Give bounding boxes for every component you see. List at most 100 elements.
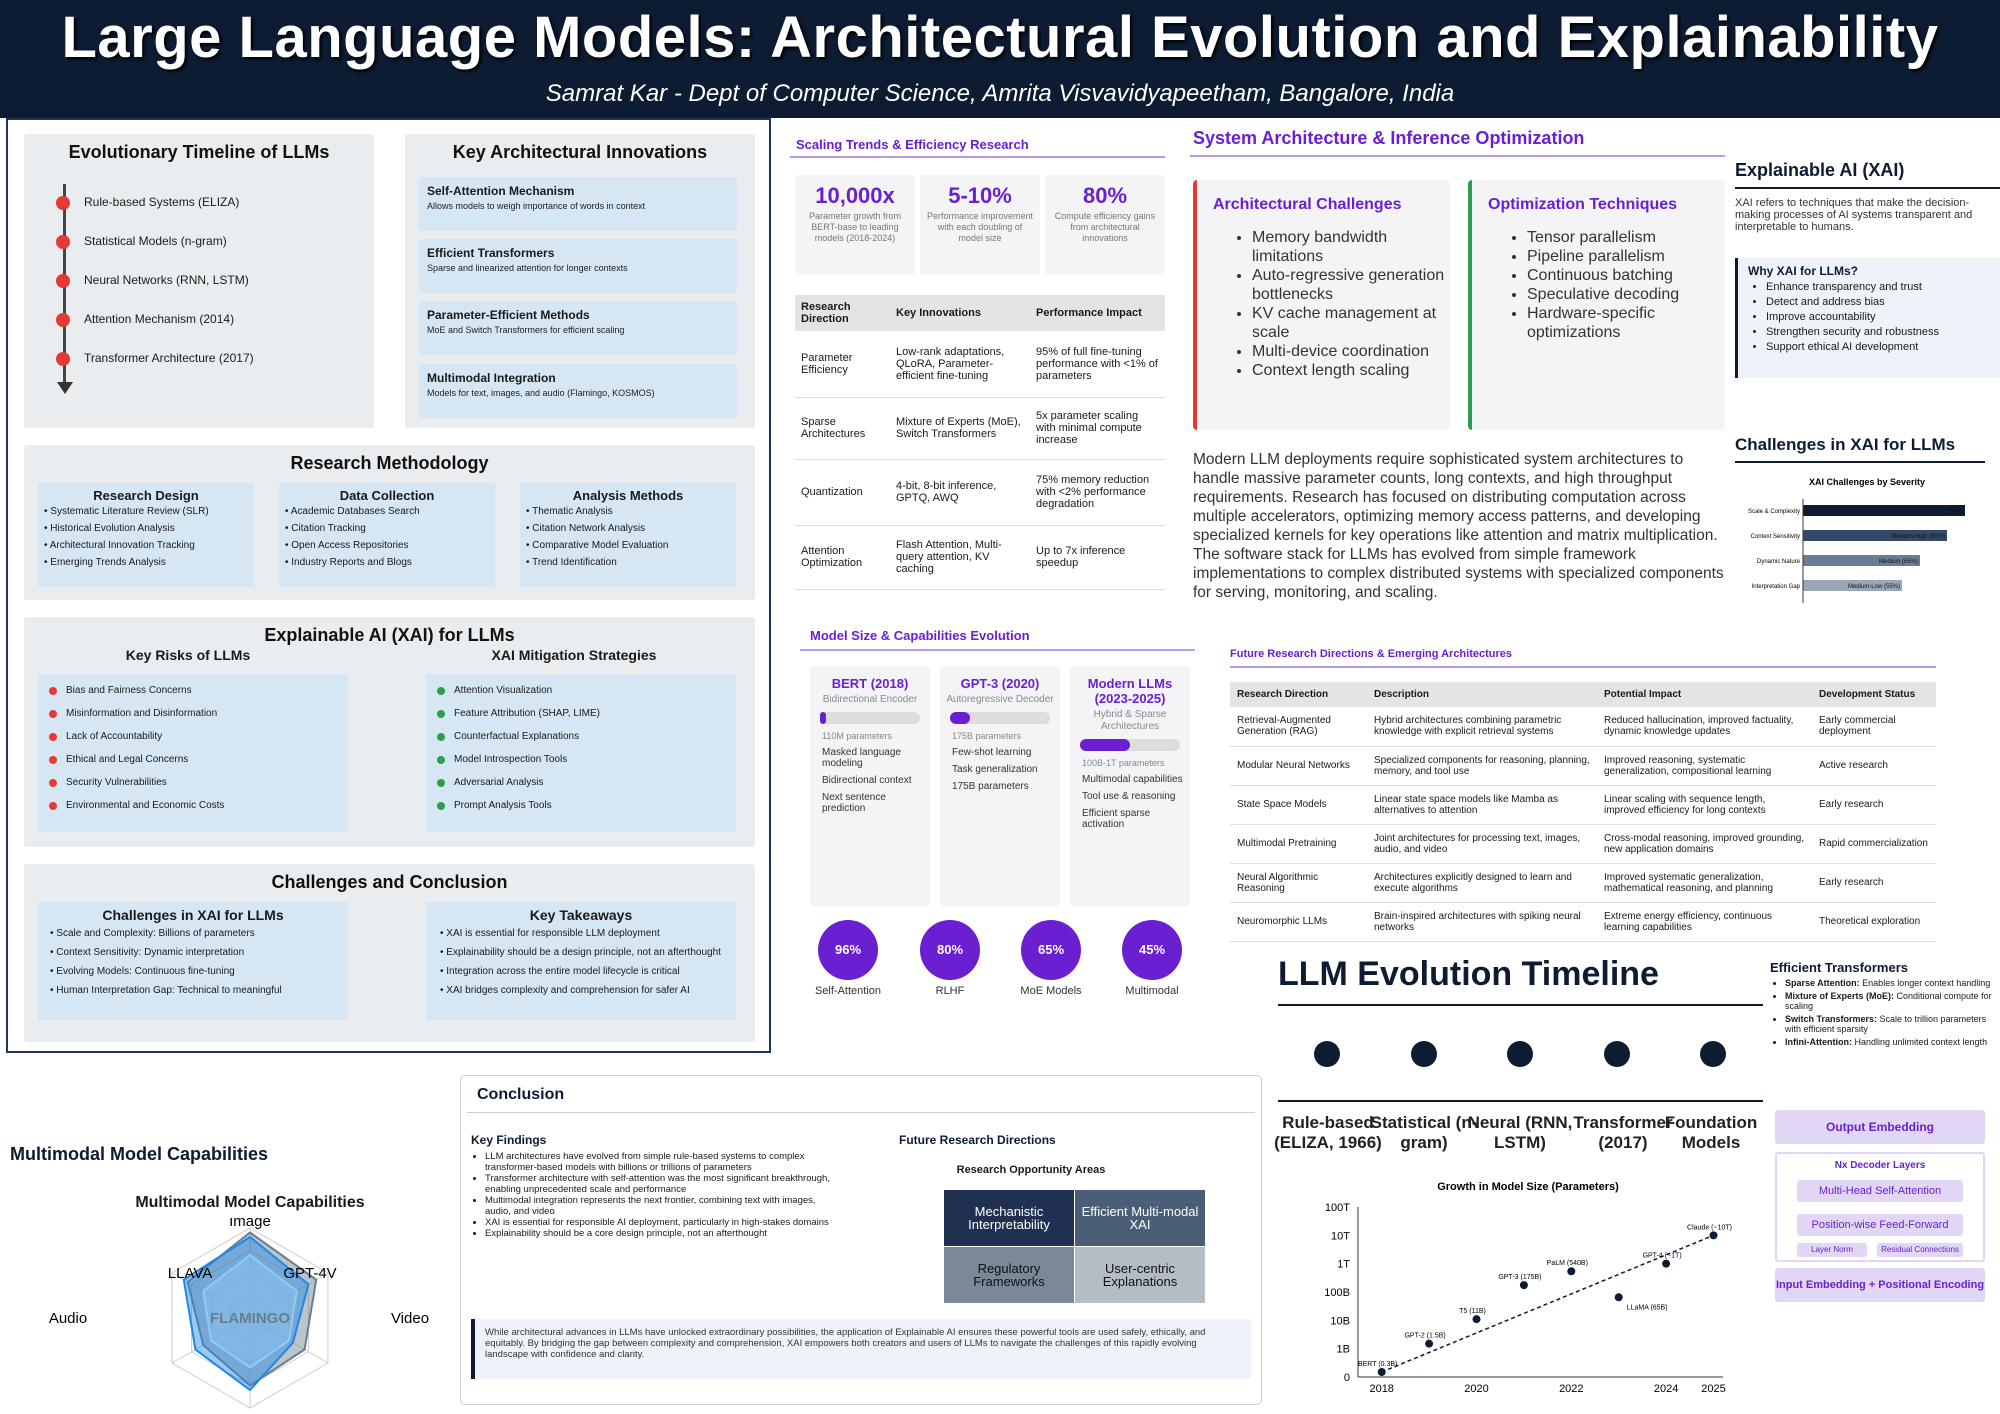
- stat-circle: 80%: [920, 920, 980, 980]
- data-point: [1662, 1259, 1671, 1268]
- scaling-panel: Scaling Trends & Efficiency Research 10,…: [790, 130, 1165, 608]
- opportunity-cell: Efficient Multi-modal XAI: [1075, 1190, 1205, 1246]
- efficient-transformers-panel: Efficient Transformers Sparse Attention:…: [1770, 960, 1995, 1090]
- opportunity-cell: User-centric Explanations: [1075, 1247, 1205, 1303]
- stat-circle-label: Self-Attention: [814, 985, 882, 997]
- efficient-item: Switch Transformers: Scale to trillion p…: [1785, 1014, 1995, 1034]
- models-panel: Model Size & Capabilities Evolution BERT…: [800, 620, 1205, 1025]
- poster-header: Large Language Models: Architectural Evo…: [0, 0, 2000, 118]
- y-tick-label: 10B: [1330, 1315, 1350, 1327]
- stat-card: 80%Compute efficiency gains from archite…: [1045, 175, 1165, 275]
- y-tick-label: 10T: [1331, 1230, 1350, 1242]
- methodology-column: Analysis Methods • Thematic Analysis• Ci…: [520, 483, 736, 587]
- stat-circle-label: Multimodal: [1125, 985, 1179, 997]
- methodology-box: Research Methodology Research Design • S…: [24, 445, 755, 600]
- chart-title: XAI Challenges by Severity: [1809, 477, 1925, 487]
- y-tick-label: 1T: [1337, 1259, 1350, 1271]
- mitigation-item: Model Introspection Tools: [426, 748, 736, 771]
- risk-item: Misinformation and Disinformation: [38, 702, 348, 725]
- xai-challenges-list: Challenges in XAI for LLMs • Scale and C…: [38, 902, 348, 1020]
- methodology-title: Research Methodology: [290, 453, 489, 473]
- residual-block: Residual Connections: [1877, 1243, 1963, 1257]
- axis-label: Image: [229, 1218, 271, 1230]
- mitigation-item: Attention Visualization: [426, 679, 736, 702]
- sysarch-panel: System Architecture & Inference Optimiza…: [1190, 118, 1725, 613]
- data-point: [1377, 1368, 1386, 1376]
- output-embedding: Output Embedding: [1775, 1110, 1985, 1144]
- opportunity-cell: Mechanistic Interpretability: [944, 1190, 1074, 1246]
- risk-item: Ethical and Legal Concerns: [38, 748, 348, 771]
- bar: [1803, 530, 1947, 541]
- timeline-dot: [1314, 1041, 1340, 1067]
- model-bar-fill: [1080, 739, 1130, 751]
- efficient-item: Mixture of Experts (MoE): Conditional co…: [1785, 991, 1995, 1011]
- data-label: T5 (11B): [1459, 1308, 1486, 1315]
- chart-title: Growth in Model Size (Parameters): [1437, 1181, 1619, 1193]
- series-label: FLAMINGO: [210, 1310, 290, 1327]
- poster-title: Large Language Models: Architectural Evo…: [61, 5, 1939, 70]
- data-label: LLaMA (65B): [1627, 1304, 1668, 1311]
- timeline-label: Neural (RNN, LSTM): [1467, 1113, 1573, 1152]
- category-label: Context Sensitivity: [1751, 534, 1800, 540]
- decoder-diagram: Output Embedding Nx Decoder Layers Multi…: [1775, 1110, 1985, 1305]
- efficient-item: Infini-Attention: Handling unlimited con…: [1785, 1037, 1995, 1047]
- timeline-item: Rule-based Systems (ELIZA): [56, 194, 239, 210]
- decoder-layers-box: Nx Decoder Layers Multi-Head Self-Attent…: [1775, 1152, 1985, 1262]
- risk-item: Security Vulnerabilities: [38, 771, 348, 794]
- timeline-label: Rule-based (ELIZA, 1966): [1274, 1113, 1382, 1152]
- series-label: GPT-4V: [283, 1265, 336, 1282]
- data-point: [1519, 1281, 1528, 1290]
- data-label: BERT (0.3B): [1358, 1361, 1397, 1368]
- timeline-item: Neural Networks (RNN, LSTM): [56, 272, 249, 288]
- multimodal-title: Multimodal Model Capabilities: [10, 1144, 269, 1164]
- x-tick-label: 2018: [1369, 1383, 1393, 1395]
- innovations-box: Key Architectural Innovations Self-Atten…: [405, 134, 755, 428]
- bar: [1803, 555, 1920, 566]
- timeline-label: Statistical (n-gram): [1370, 1113, 1478, 1152]
- data-point: [1709, 1231, 1718, 1240]
- mitigation-list: Attention Visualization Feature Attribut…: [426, 674, 736, 832]
- multimodal-panel: Multimodal Model Capabilities Multimodal…: [0, 1130, 460, 1414]
- timeline-item: Attention Mechanism (2014): [56, 311, 234, 327]
- timeline-dot: [1700, 1041, 1726, 1067]
- x-tick-label: 2024: [1654, 1383, 1678, 1395]
- category-label: Interpretation Gap: [1752, 584, 1801, 590]
- category-label: Dynamic Nature: [1757, 559, 1801, 565]
- model-card: GPT-3 (2020)Autoregressive Decoder 175B …: [940, 666, 1060, 906]
- bar: [1803, 505, 1965, 516]
- future-title: Future Research Directions & Emerging Ar…: [1230, 640, 1936, 668]
- mitigation-title: XAI Mitigation Strategies: [491, 647, 657, 663]
- radar-spoke: [249, 1272, 329, 1319]
- mitigation-item: Counterfactual Explanations: [426, 725, 736, 748]
- data-point: [1567, 1267, 1576, 1276]
- data-label: Medium-High (80%): [1892, 534, 1945, 540]
- x-tick-label: 2020: [1464, 1383, 1488, 1395]
- data-point: [1425, 1339, 1434, 1348]
- model-card: BERT (2018)Bidirectional Encoder 110M pa…: [810, 666, 930, 906]
- scaling-title: Scaling Trends & Efficiency Research: [790, 130, 1165, 158]
- data-label: Medium (65%): [1879, 559, 1918, 565]
- radar-chart-title: Multimodal Model Capabilities: [135, 1194, 365, 1211]
- stat-circle-label: MoE Models: [1020, 985, 1082, 997]
- timeline-dot: [1604, 1041, 1630, 1067]
- layer-norm-block: Layer Norm: [1797, 1243, 1867, 1257]
- stat-card: 5-10%Performance improvement with each d…: [920, 175, 1040, 275]
- optimization-card: Optimization Techniques Tensor paralleli…: [1468, 180, 1725, 430]
- y-tick-label: 0: [1344, 1372, 1350, 1384]
- data-label: PaLM (540B): [1547, 1260, 1588, 1267]
- model-bar-fill: [820, 712, 826, 724]
- axis-label: Audio: [49, 1310, 87, 1327]
- y-tick-label: 1B: [1337, 1344, 1350, 1356]
- data-label: GPT-4 (~1T): [1643, 1253, 1682, 1260]
- efficient-title: Efficient Transformers: [1770, 960, 1908, 975]
- future-panel: Future Research Directions & Emerging Ar…: [1230, 640, 1936, 950]
- llm-timeline-panel: LLM Evolution Timeline Rule-based (ELIZA…: [1274, 955, 1763, 1410]
- timeline-label: Foundation Models: [1664, 1113, 1758, 1152]
